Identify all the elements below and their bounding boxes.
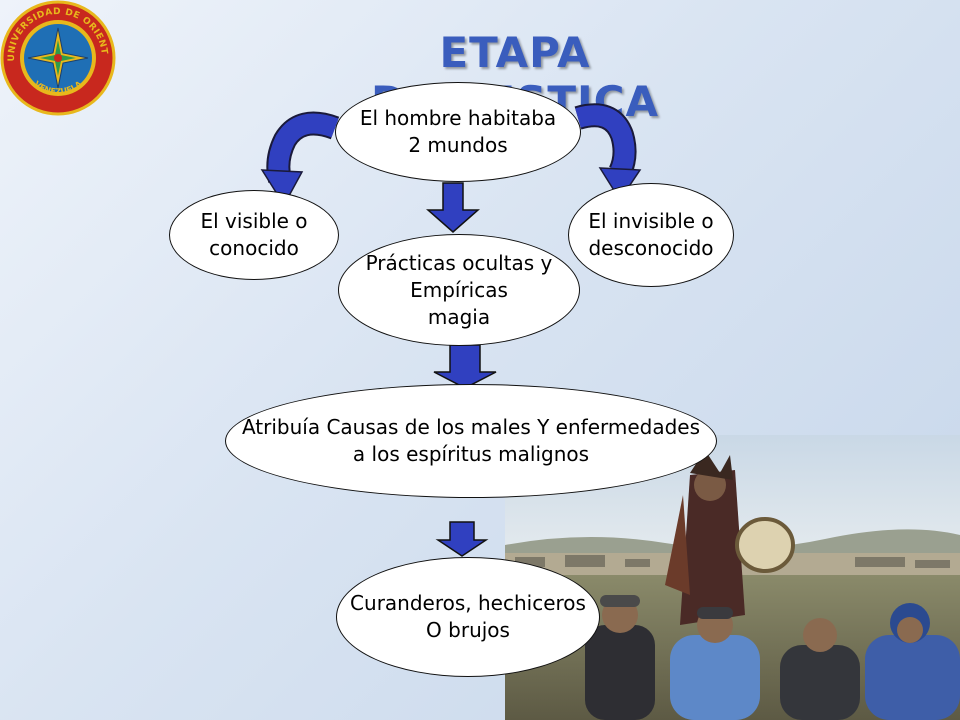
node-healers: Curanderos, hechiceros O brujos <box>336 557 600 677</box>
down-arrow-icon <box>426 182 480 233</box>
node-occult-practices: Prácticas ocultas y Empíricas magia <box>338 234 580 346</box>
node-invisible-world: El invisible o desconocido <box>568 183 734 287</box>
curved-arrow-left-icon <box>260 111 340 207</box>
node-visible-world: El visible o conocido <box>169 190 339 280</box>
university-seal-logo: UNIVERSIDAD DE ORIENTE VENEZUELA <box>0 0 116 116</box>
node-two-worlds: El hombre habitaba 2 mundos <box>335 82 581 182</box>
down-arrow-icon <box>435 521 489 557</box>
node-causes-of-illness: Atribuía Causas de los males Y enfermeda… <box>225 384 717 498</box>
compass-star-icon <box>27 27 89 89</box>
down-arrow-icon <box>433 344 497 389</box>
shaman-ceremony-photo <box>505 435 960 720</box>
